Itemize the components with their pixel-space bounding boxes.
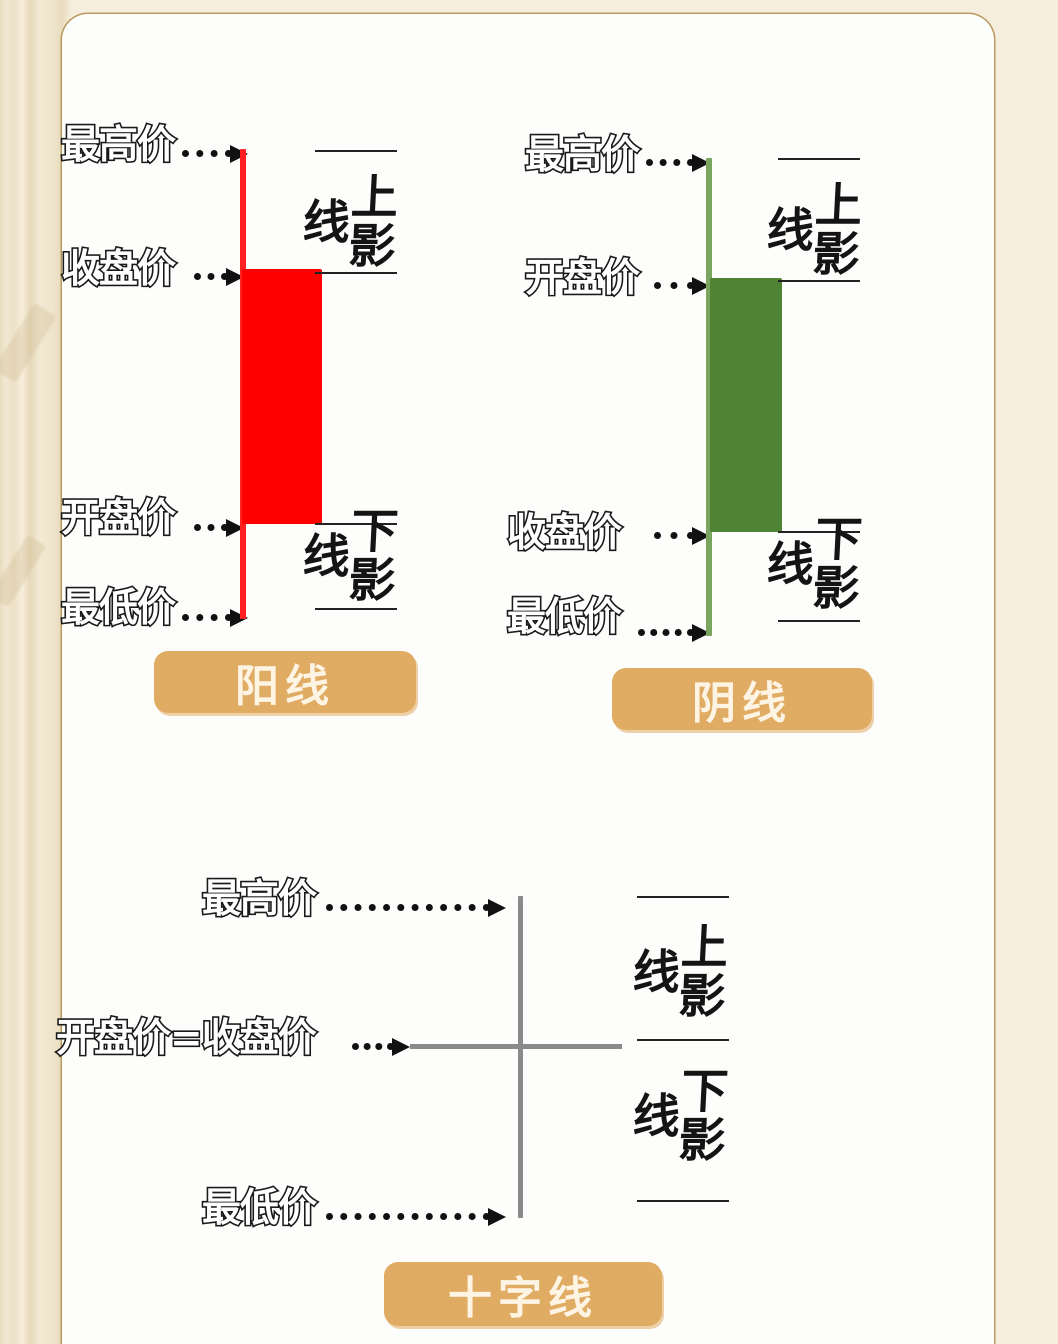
doji-vertical-line — [518, 896, 523, 1218]
candle-body-bearish — [710, 278, 782, 532]
bracket-upper-top-bearish — [778, 158, 860, 160]
arrow-low-bullish — [182, 608, 248, 627]
bracket-mid-doji — [637, 1039, 729, 1041]
bracket-upper-bottom-bullish — [315, 272, 397, 274]
annotation-upper-shadow-bullish: 上影线 — [292, 172, 399, 270]
annotation-upper-shadow-doji: 上影线 — [622, 922, 729, 1020]
doji-horizontal-line — [410, 1044, 622, 1049]
label-close-bullish: 收盘价 — [59, 247, 177, 292]
arrow-close-bearish — [654, 526, 710, 545]
bracket-lower-top-bearish — [778, 531, 860, 533]
arrow-open-close-doji — [352, 1037, 410, 1056]
arrow-high-doji — [326, 898, 506, 917]
arrow-low-doji — [326, 1207, 506, 1226]
label-high-bearish: 最高价 — [523, 133, 641, 178]
label-close-bearish: 收盘价 — [505, 511, 623, 556]
label-high-bullish: 最高价 — [59, 123, 177, 168]
arrow-close-bullish — [194, 267, 244, 286]
bracket-lower-top-bullish — [315, 523, 397, 525]
arrow-high-bullish — [182, 144, 248, 163]
label-open-close-doji: 开盘价=收盘价 — [54, 1016, 318, 1061]
candle-body-bullish — [242, 269, 322, 524]
arrow-open-bearish — [654, 276, 710, 295]
annotation-lower-shadow-bullish: 下影线 — [292, 506, 399, 604]
label-open-bullish: 开盘价 — [59, 496, 177, 541]
paper-streak — [0, 303, 57, 383]
bracket-lower-bottom-bullish — [315, 608, 397, 610]
content-card: 最高价 收盘价 开盘价 最低价 上影线 — [54, 14, 994, 1344]
bracket-upper-bottom-bearish — [778, 280, 860, 282]
arrow-low-bearish — [638, 623, 710, 642]
arrow-open-bullish — [194, 518, 244, 537]
bracket-lower-bottom-bearish — [778, 620, 860, 622]
badge-bullish: 阳线 — [154, 651, 422, 721]
annotation-lower-shadow-doji: 下影线 — [622, 1066, 729, 1164]
annotation-upper-shadow-bearish: 上影线 — [756, 180, 863, 278]
label-low-doji: 最低价 — [200, 1186, 318, 1231]
paper-streak — [0, 534, 47, 608]
bracket-lower-bottom-doji — [637, 1200, 729, 1202]
badge-bearish: 阴线 — [612, 668, 878, 738]
label-low-bullish: 最低价 — [59, 586, 177, 631]
candle-wick-bearish — [706, 158, 712, 636]
bracket-upper-top-doji — [637, 896, 729, 898]
label-open-bearish: 开盘价 — [523, 256, 641, 301]
badge-doji: 十字线 — [384, 1262, 668, 1334]
annotation-lower-shadow-bearish: 下影线 — [756, 514, 863, 612]
arrow-high-bearish — [646, 153, 710, 172]
label-high-doji: 最高价 — [200, 877, 318, 922]
label-low-bearish: 最低价 — [505, 595, 623, 640]
bracket-upper-top-bullish — [315, 150, 397, 152]
